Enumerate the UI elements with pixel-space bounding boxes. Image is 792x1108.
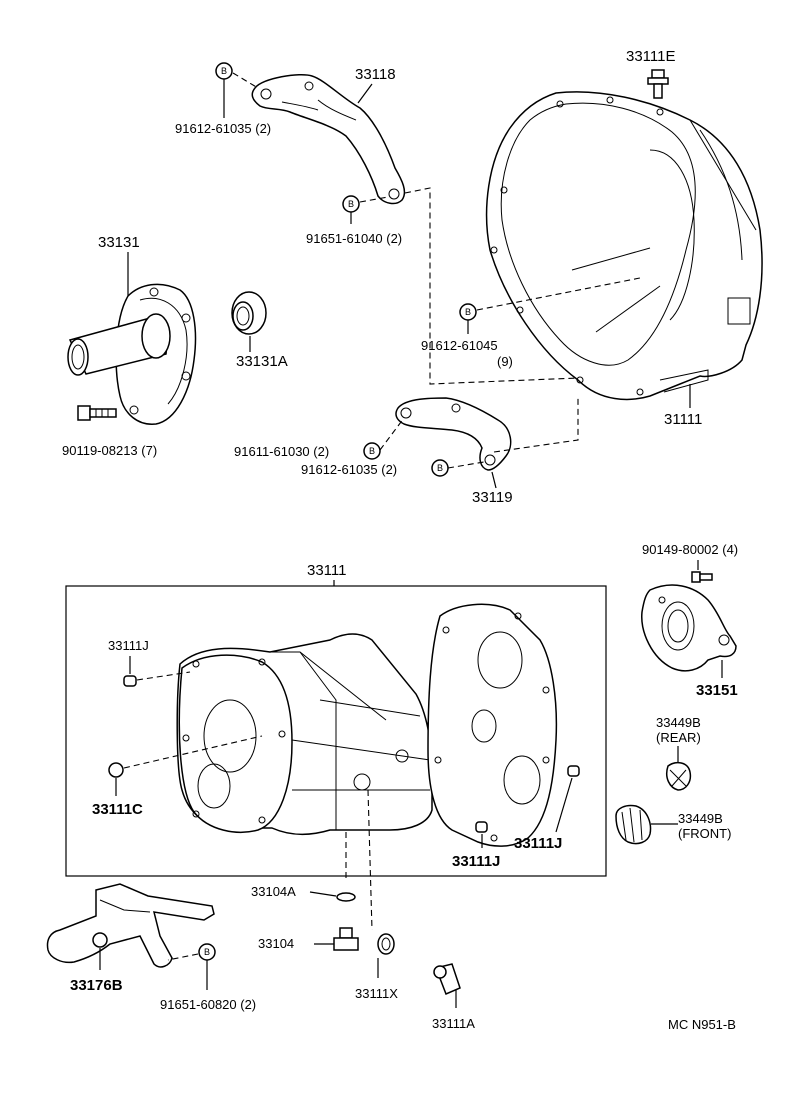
bracket-33118 [251,74,406,205]
bolt-90149-80002 [691,571,713,583]
label-33111J-b: 33111J [452,853,500,870]
label-91611-61030: 91611-61030 (2) [234,444,329,459]
dowel-pin-33111J-a [123,675,137,687]
retainer-33131 [67,283,197,425]
svg-text:B: B [204,947,210,957]
label-33111X: 33111X [355,986,398,1001]
gasket-33104A [336,892,356,902]
gasket-33111X [377,933,395,955]
label-91651-60820: 91651-60820 (2) [160,997,256,1012]
dowel-pin-33111J-b [475,821,488,833]
label-91612-61035-top: 91612-61035 (2) [175,121,271,136]
bolt-marker-b-91612-61035-lower: B [431,459,449,477]
label-33104A: 33104A [251,884,296,899]
plug-33111C [108,762,124,778]
label-90119-08213: 90119-08213 (7) [62,443,157,458]
label-90149-80002: 90149-80002 (4) [642,542,738,557]
transmission-case-33111 [176,633,433,835]
label-33111E: 33111E [626,48,676,65]
label-91612-61045-qty: (9) [497,354,513,369]
label-33176B: 33176B [70,977,123,994]
label-33119: 33119 [472,489,513,506]
bolt-marker-b-91612-61045: B [459,303,477,321]
label-91612-61045: 91612-61045 [421,338,498,353]
label-91651-61040: 91651-61040 (2) [306,231,402,246]
label-33131: 33131 [98,234,140,251]
extension-plate [427,603,558,847]
label-31111: 31111 [664,411,702,428]
label-33111J-c: 33111J [514,835,562,852]
label-33111C: 33111C [92,801,143,818]
bolt-marker-b-top: B [215,62,233,80]
plug-33104 [333,927,359,951]
bolt-marker-b-91611-61030: B [363,442,381,460]
label-33118: 33118 [355,66,396,83]
svg-text:B: B [437,463,443,473]
bell-housing-31111 [485,91,763,401]
label-33449B-front: 33449B [678,811,723,826]
speedometer-gear-33449B-front [615,804,652,845]
catalog-code: MC N951-B [668,1017,736,1032]
svg-text:B: B [465,307,471,317]
bolt-90119-08213 [77,405,117,421]
dowel-pin-33111J-c [567,765,580,777]
label-front-note: (FRONT) [678,826,731,841]
label-33131A: 33131A [236,353,288,370]
label-33111A: 33111A [432,1016,475,1031]
label-33111J-a: 33111J [108,638,149,653]
lever-33176B [46,883,215,968]
oil-seal-33131A [231,291,267,335]
bolt-33111E [647,69,669,99]
label-33104: 33104 [258,936,294,951]
svg-text:B: B [348,199,354,209]
label-33111-box: 33111 [307,562,347,579]
sensor-33111A [433,963,461,995]
rear-bearing-retainer-33151 [641,584,737,672]
bracket-33119 [395,397,512,471]
speedometer-gear-33449B-rear [666,761,692,791]
case-group-frame [65,585,607,877]
svg-text:B: B [221,66,227,76]
label-91612-61035-lower: 91612-61035 (2) [301,462,397,477]
bolt-marker-b-91651-61040: B [342,195,360,213]
label-33151: 33151 [696,682,738,699]
label-rear-note: (REAR) [656,730,701,745]
svg-text:B: B [369,446,375,456]
label-33449B-rear: 33449B [656,715,701,730]
bolt-marker-b-91651-60820: B [198,943,216,961]
